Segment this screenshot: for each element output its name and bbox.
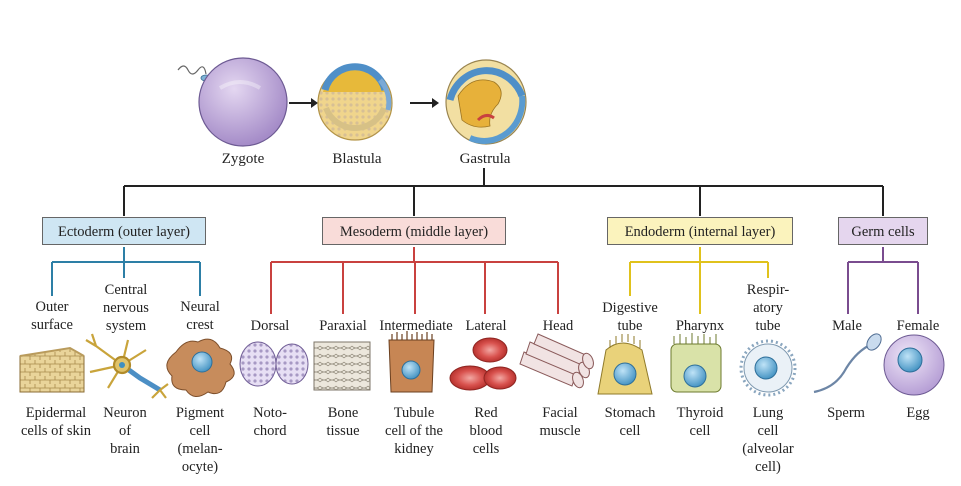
notochord-illustration: [239, 341, 309, 387]
endoderm-branch: [629, 247, 769, 314]
stage-label-zygote: Zygote: [221, 151, 265, 167]
zygote-illustration: [177, 57, 288, 147]
cell-label-facial-muscle: Facial muscle: [539, 405, 581, 439]
cell-label-kidney-tubule: Tubule cell of the kidney: [385, 405, 443, 457]
egg-illustration: [883, 334, 945, 396]
ectoderm-branch: [51, 247, 201, 296]
origin-digestive-tube: Digestive tube: [602, 300, 658, 334]
cell-label-pigment: Pigment cell (melan- ocyte): [175, 405, 225, 475]
cell-label-thyroid: Thyroid cell: [676, 405, 724, 439]
facial-muscle-illustration: [519, 333, 594, 389]
blastula-illustration: [317, 63, 393, 141]
layer-box-endoderm: Endoderm (internal layer): [607, 217, 793, 245]
origin-outer-surface: Outer surface: [31, 299, 73, 333]
gastrula-illustration: [445, 59, 527, 145]
thyroid-cell-illustration: [670, 333, 722, 393]
cell-label-epidermal: Epidermal cells of skin: [20, 405, 92, 439]
layer-box-germ-cells: Germ cells: [838, 217, 928, 245]
cell-label-stomach: Stomach cell: [604, 405, 656, 439]
origin-female: Female: [896, 318, 940, 334]
stomach-cell-illustration: [597, 334, 653, 395]
neuron-illustration: [85, 333, 169, 399]
cell-label-lung: Lung cell (alveolar cell): [742, 405, 794, 475]
cell-label-notochord: Noto- chord: [253, 405, 287, 439]
cell-label-sperm: Sperm: [827, 405, 865, 421]
layer-box-ectoderm: Ectoderm (outer layer): [42, 217, 206, 245]
origin-neural-crest: Neural crest: [180, 299, 220, 333]
mesoderm-branch: [270, 247, 559, 314]
stage-label-gastrula: Gastrula: [459, 151, 511, 167]
lung-cell-illustration: [739, 339, 797, 397]
origin-dorsal: Dorsal: [250, 318, 290, 334]
stage-label-blastula: Blastula: [332, 151, 382, 167]
cell-label-neuron: Neuron of brain: [103, 405, 147, 457]
layer-box-mesoderm: Mesoderm (middle layer): [322, 217, 506, 245]
red-blood-cells-illustration: [449, 337, 517, 391]
kidney-tubule-cell-illustration: [388, 331, 435, 393]
epidermal-cell-illustration: [19, 346, 85, 393]
origin-pharynx: Pharynx: [675, 318, 725, 334]
arrow-head-icon: [432, 98, 439, 108]
cell-label-red-blood: Red blood cells: [469, 405, 503, 457]
origin-head: Head: [542, 318, 574, 334]
origin-male: Male: [832, 318, 862, 334]
origin-intermediate: Intermediate: [379, 318, 453, 334]
tree-connectors: [123, 168, 884, 216]
cell-label-bone: Bone tissue: [326, 405, 360, 439]
origin-respiratory-tube: Respir- atory tube: [746, 282, 790, 334]
cell-label-egg: Egg: [906, 405, 930, 421]
origin-central-nervous-system: Central nervous system: [103, 282, 149, 334]
bone-tissue-illustration: [313, 341, 371, 391]
pigment-cell-illustration: [166, 338, 235, 397]
germ-branch: [847, 247, 919, 314]
origin-lateral: Lateral: [465, 318, 507, 334]
origin-paraxial: Paraxial: [319, 318, 367, 334]
arrow-head-icon: [311, 98, 318, 108]
sperm-illustration: [813, 333, 882, 394]
